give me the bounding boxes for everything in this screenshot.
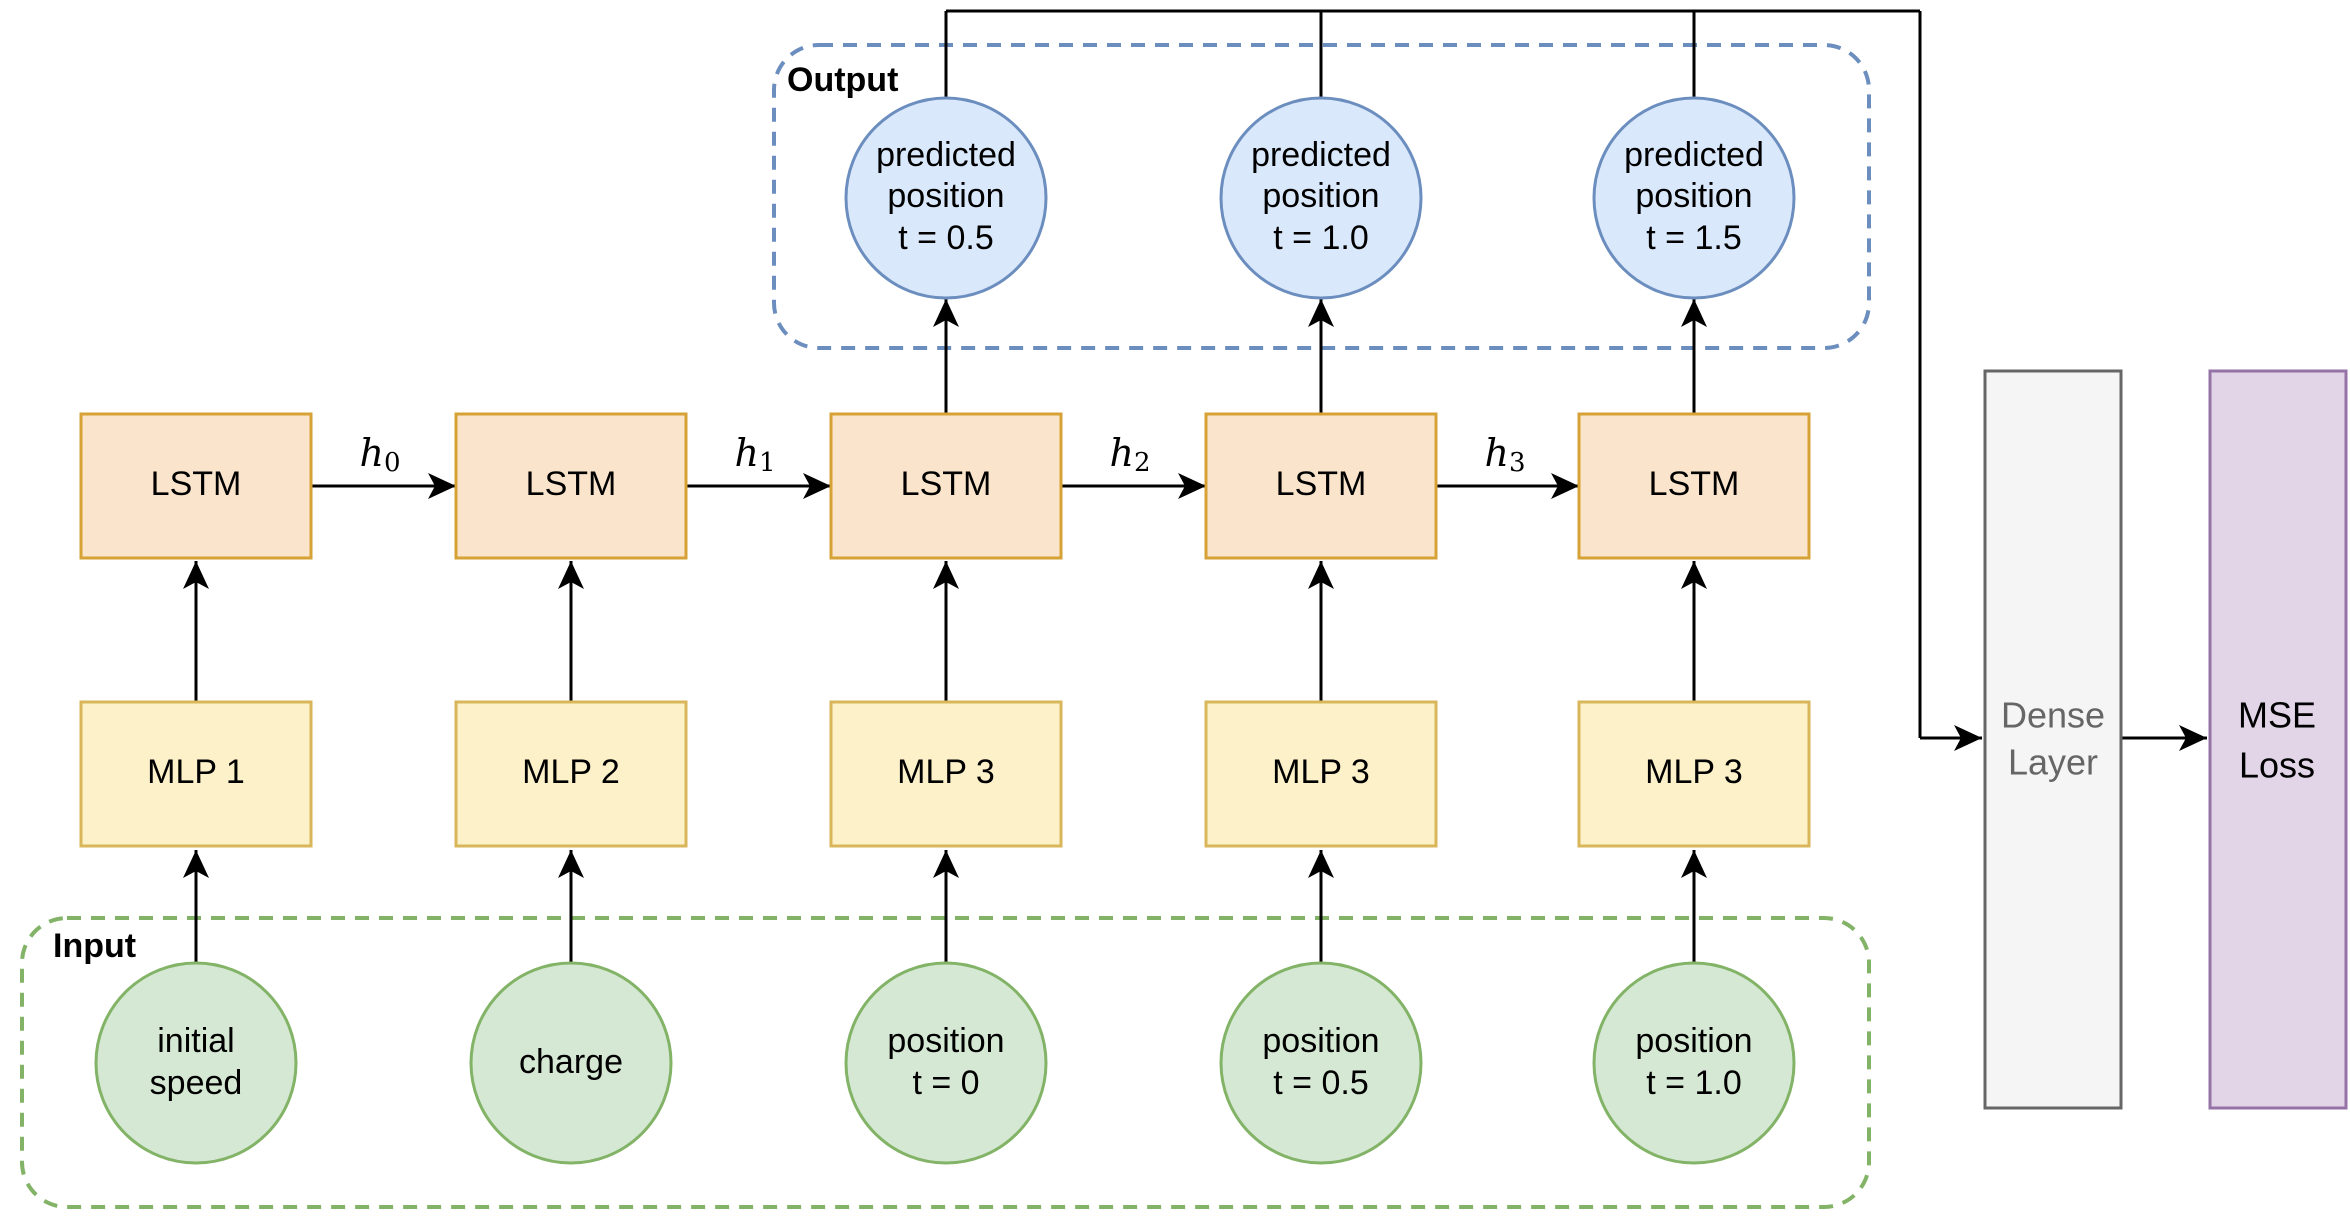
- svg-text:predicted: predicted: [1624, 136, 1764, 174]
- svg-text:initial: initial: [157, 1022, 234, 1060]
- svg-text:t = 0: t = 0: [912, 1064, 979, 1102]
- svg-text:MLP 3: MLP 3: [897, 753, 995, 791]
- svg-text:LSTM: LSTM: [901, 465, 992, 503]
- lstm-cell: LSTM: [79, 412, 313, 560]
- svg-text:t = 0.5: t = 0.5: [898, 219, 993, 257]
- output-node: predicted position t = 0.5: [844, 96, 1048, 300]
- svg-text:position: position: [1635, 177, 1752, 215]
- svg-text:position: position: [887, 177, 1004, 215]
- svg-text:position: position: [1262, 177, 1379, 215]
- lstm-cell: LSTM: [829, 412, 1063, 560]
- mlp-block: MLP 3: [1204, 700, 1438, 848]
- svg-text:t = 1.0: t = 1.0: [1273, 219, 1368, 257]
- output-to-dense-connector: [944, 9, 1982, 751]
- svg-text:position: position: [1635, 1022, 1752, 1060]
- input-to-mlp-arrows: [183, 850, 1707, 962]
- mlp-block: MLP 1: [79, 700, 313, 848]
- lstm-to-output-arrows: [933, 299, 1707, 414]
- mse-loss-block: MSE Loss: [2208, 369, 2348, 1110]
- output-group-label: Output: [787, 61, 898, 99]
- svg-text:Dense: Dense: [2001, 695, 2105, 736]
- input-node: charge: [469, 961, 673, 1165]
- svg-text:LSTM: LSTM: [1649, 465, 1740, 503]
- input-group-box: [20, 916, 1871, 1209]
- svg-text:LSTM: LSTM: [151, 465, 242, 503]
- input-node: initial speed: [94, 961, 298, 1165]
- hidden-state-label-2: h2: [1109, 431, 1150, 479]
- svg-text:speed: speed: [150, 1064, 243, 1102]
- output-node: predicted position t = 1.5: [1592, 96, 1796, 300]
- svg-text:position: position: [887, 1022, 1004, 1060]
- svg-text:MLP 2: MLP 2: [522, 753, 620, 791]
- svg-text:Layer: Layer: [2008, 742, 2098, 783]
- dense-layer-block: Dense Layer: [1983, 369, 2123, 1110]
- hidden-state-label-1: h1: [734, 431, 775, 479]
- output-node: predicted position t = 1.0: [1219, 96, 1423, 300]
- lstm-cell: LSTM: [1577, 412, 1811, 560]
- svg-text:Loss: Loss: [2239, 745, 2315, 786]
- mlp-block: MLP 2: [454, 700, 688, 848]
- mlp-to-lstm-arrows: [183, 561, 1707, 702]
- svg-text:LSTM: LSTM: [526, 465, 617, 503]
- svg-text:charge: charge: [519, 1043, 623, 1081]
- mlp-block: MLP 3: [1577, 700, 1811, 848]
- svg-text:predicted: predicted: [1251, 136, 1391, 174]
- svg-text:MLP 3: MLP 3: [1272, 753, 1370, 791]
- svg-text:t = 1.0: t = 1.0: [1646, 1064, 1741, 1102]
- input-node: position t = 0.5: [1219, 961, 1423, 1165]
- svg-text:t = 0.5: t = 0.5: [1273, 1064, 1368, 1102]
- hidden-state-label-3: h3: [1484, 431, 1525, 479]
- svg-text:MLP 3: MLP 3: [1645, 753, 1743, 791]
- svg-text:MSE: MSE: [2238, 695, 2316, 736]
- lstm-cell: LSTM: [454, 412, 688, 560]
- input-group-label: Input: [53, 927, 136, 965]
- svg-text:position: position: [1262, 1022, 1379, 1060]
- input-node: position t = 0: [844, 961, 1048, 1165]
- svg-text:MLP 1: MLP 1: [147, 753, 245, 791]
- svg-text:predicted: predicted: [876, 136, 1016, 174]
- mlp-block: MLP 3: [829, 700, 1063, 848]
- lstm-cell: LSTM: [1204, 412, 1438, 560]
- hidden-state-label-0: h0: [359, 431, 400, 479]
- svg-text:t = 1.5: t = 1.5: [1646, 219, 1741, 257]
- svg-text:LSTM: LSTM: [1276, 465, 1367, 503]
- input-node: position t = 1.0: [1592, 961, 1796, 1165]
